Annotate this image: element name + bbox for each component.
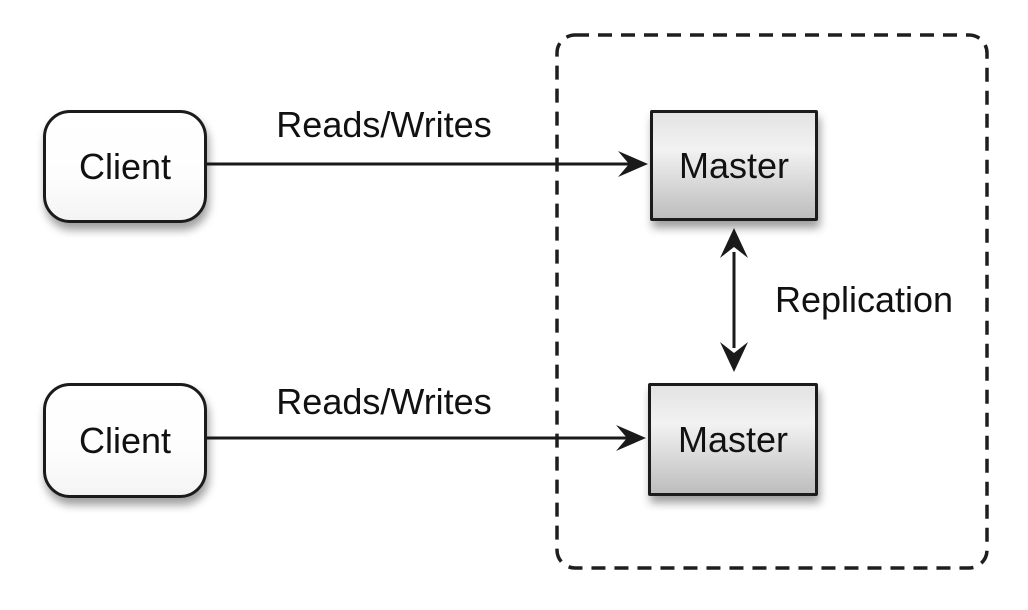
arrowhead-down-icon	[720, 342, 748, 372]
reads-writes-label-top: Reads/Writes	[276, 104, 492, 145]
reads-writes-label-bottom: Reads/Writes	[276, 381, 492, 422]
client-node-1-label: Client	[78, 145, 172, 187]
client-node-2-label: Client	[78, 419, 172, 461]
arrowhead-up-icon	[720, 228, 748, 258]
master-node-1-label: Master	[678, 144, 790, 186]
arrow-client2-to-master2	[207, 425, 646, 451]
client-node-2: Client	[43, 383, 207, 498]
replication-group-boundary	[555, 33, 989, 570]
arrow-master1-master2-twoway	[720, 228, 748, 372]
client-node-1: Client	[43, 110, 207, 223]
arrowhead-right-icon	[618, 151, 648, 177]
arrowhead-right-icon	[616, 425, 646, 451]
master-node-1: Master	[650, 110, 818, 221]
arrow-client1-to-master1	[207, 151, 648, 177]
master-node-2-label: Master	[677, 418, 789, 460]
master-node-2: Master	[648, 383, 818, 496]
replication-label: Replication	[774, 279, 954, 320]
